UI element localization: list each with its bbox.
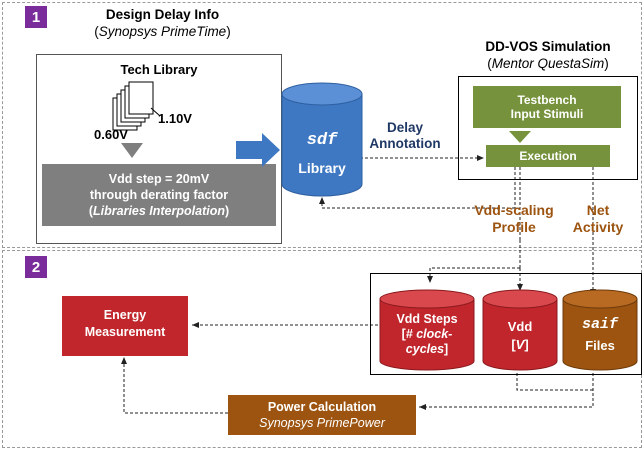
down-triangle-icon bbox=[121, 143, 143, 158]
sdf-name: sdf bbox=[306, 131, 338, 150]
design-delay-header: Design Delay Info (Synopsys PrimeTime) bbox=[94, 7, 231, 39]
vdd-step-line2: through derating factor bbox=[89, 188, 229, 202]
profile-return-arrow bbox=[322, 167, 516, 209]
blue-arrow bbox=[236, 133, 280, 167]
sdf-library-cylinder bbox=[281, 82, 363, 197]
design-delay-title: Design Delay Info bbox=[105, 7, 220, 22]
ddvos-header: DD-VOS Simulation (Mentor QuestaSim) bbox=[485, 39, 611, 71]
sdf-label: Library bbox=[298, 160, 346, 176]
library-pages-icon bbox=[112, 81, 161, 131]
panel-2-badge: 2 bbox=[25, 256, 47, 278]
saif-name: saif bbox=[581, 316, 618, 333]
design-delay-tool: Synopsys PrimeTime bbox=[98, 24, 227, 39]
power-to-energy-arrow bbox=[121, 357, 228, 414]
saif-cylinder bbox=[562, 289, 638, 371]
testbench-triangle bbox=[509, 131, 531, 143]
vdd-step-line1: Vdd step = 20mV bbox=[108, 172, 210, 186]
v-high-label: 1.10V bbox=[158, 111, 192, 126]
v-low-label: 0.60V bbox=[94, 127, 128, 142]
panel-1-badge: 1 bbox=[25, 6, 47, 28]
vdd-cyl-text: Vdd [V] bbox=[507, 319, 533, 352]
saif-files-label: Files bbox=[585, 338, 615, 353]
panel-1 bbox=[2, 2, 642, 248]
vdd-steps-cylinder bbox=[379, 289, 475, 371]
vdd-step-box: Vdd step = 20mV through derating factor … bbox=[42, 164, 276, 226]
vdd-steps-text: Vdd Steps [# clock- cycles] bbox=[396, 312, 458, 356]
cyl-to-power-arrow bbox=[419, 373, 594, 407]
ddvos-tool: Mentor QuestaSim bbox=[491, 56, 605, 71]
power-calculation-box: Power Calculation Synopsys PrimePower bbox=[228, 395, 416, 435]
tech-library-title: Tech Library bbox=[120, 62, 198, 77]
ddvos-box bbox=[458, 76, 638, 180]
ddvos-title: DD-VOS Simulation bbox=[485, 39, 611, 54]
vdd-step-line3: (Libraries Interpolation) bbox=[88, 204, 230, 218]
cylinders-box bbox=[370, 273, 642, 375]
execution-box: Execution bbox=[486, 145, 610, 167]
vdd-cylinder bbox=[482, 289, 558, 371]
